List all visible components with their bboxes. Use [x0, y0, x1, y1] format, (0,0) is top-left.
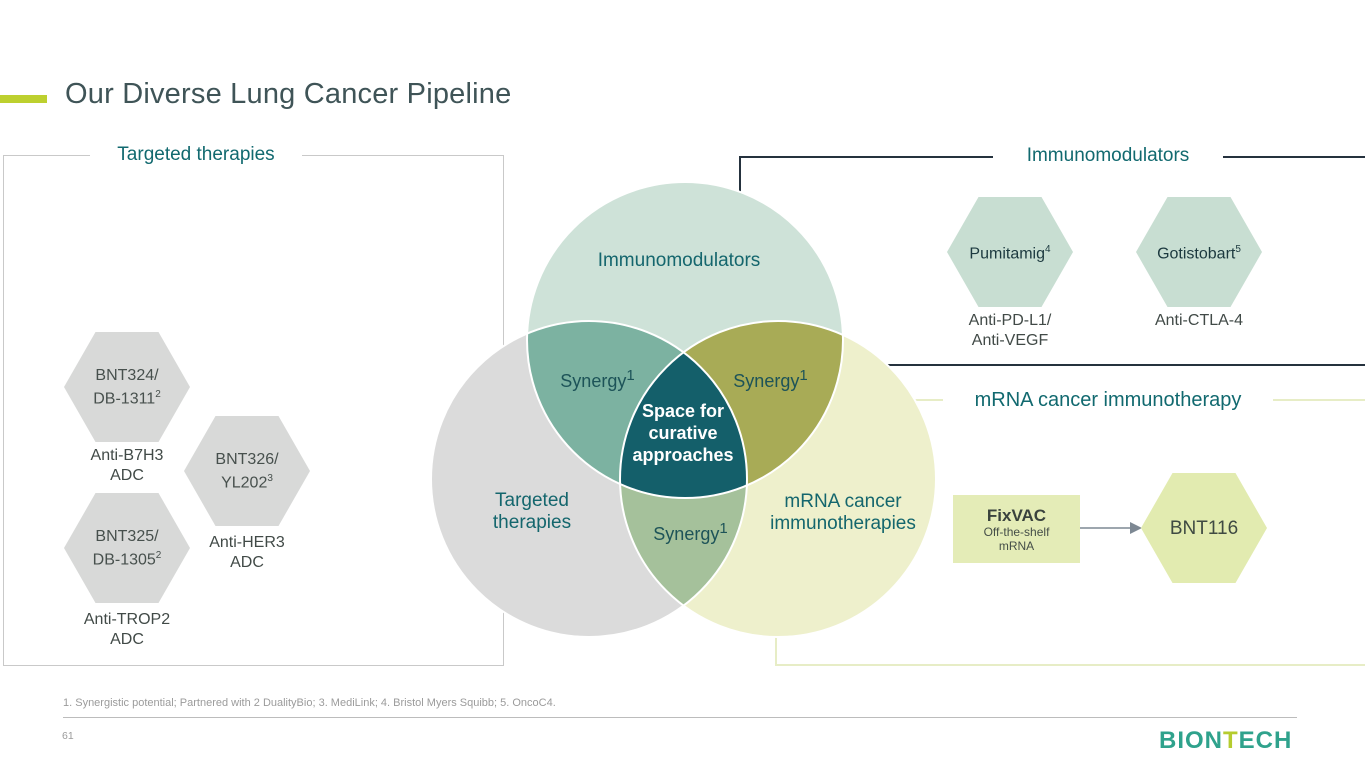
page-title: Our Diverse Lung Cancer Pipeline	[65, 78, 512, 110]
page-number: 61	[62, 730, 74, 742]
label-anti-pdl1-vegf: Anti-PD-L1/ Anti-VEGF	[968, 312, 1052, 349]
venn-center-label: Space for curative approaches	[613, 400, 753, 466]
hex-bnt324-line1: BNT324/	[95, 366, 159, 384]
targeted-therapies-heading: Targeted therapies	[90, 142, 302, 168]
hex-bnt325-line1: BNT325/	[95, 527, 159, 545]
venn-center-line3: approaches	[632, 445, 734, 465]
hex-bnt326-line2: YL2023	[221, 472, 273, 492]
venn-right-circle-outline	[619, 320, 937, 638]
venn-right-circle-label: mRNA cancer immunotherapies	[733, 491, 953, 535]
label-anti-her3-adc: Anti-HER3 ADC	[209, 534, 285, 571]
venn-right-label-line2: immunotherapies	[770, 513, 916, 534]
synergy-label-bottom: Synergy1	[653, 520, 728, 544]
venn-left-label-line2: therapies	[492, 512, 572, 533]
venn-top-circle-outline	[526, 181, 844, 499]
fixvac-box: FixVAC Off-the-shelf mRNA	[953, 495, 1080, 563]
venn-left-circle-label: Targeted therapies	[452, 490, 612, 534]
label-anti-trop2-adc: Anti-TROP2 ADC	[83, 611, 171, 648]
venn-center-region	[620, 321, 747, 498]
hex-bnt325-line2: DB-13052	[92, 549, 162, 569]
immunomodulators-heading: Immunomodulators	[993, 143, 1223, 169]
fixvac-subtitle-line1: Off-the-shelf	[983, 524, 1050, 539]
hex-bnt116-label: BNT116	[1169, 517, 1239, 539]
hexagon-bnt324: BNT324/ DB-13112	[64, 332, 190, 442]
label-anti-ctla4: Anti-CTLA-4	[1154, 312, 1244, 329]
hex-bnt324-line2: DB-13112	[93, 388, 161, 408]
fixvac-subtitle-line2: mRNA	[998, 538, 1035, 553]
venn-left-label-line1: Targeted	[495, 490, 569, 511]
footnote: 1. Synergistic potential; Partnered with…	[63, 697, 556, 709]
venn-center-line1: Space for	[641, 401, 725, 421]
synergy-label-right: Synergy1	[733, 367, 808, 391]
accent-dash	[0, 95, 47, 103]
venn-left-circle-outline	[430, 320, 748, 638]
hex-pumitamig-label: Pumitamig4	[969, 244, 1051, 263]
synergy-label-left: Synergy1	[560, 367, 635, 391]
hex-bnt326-line1: BNT326/	[215, 450, 279, 468]
biontech-logo: BIONTECH	[1159, 727, 1293, 754]
hexagon-bnt326: BNT326/ YL2023	[184, 416, 310, 526]
hex-gotistobart-label: Gotistobart5	[1157, 244, 1241, 263]
venn-right-label-line1: mRNA cancer	[784, 491, 902, 512]
fixvac-title: FixVAC	[986, 505, 1047, 525]
mrna-immunotherapy-heading: mRNA cancer immunotherapy	[943, 387, 1273, 414]
venn-center-line2: curative	[648, 423, 718, 443]
fixvac-to-bnt116-arrow	[1080, 522, 1142, 534]
footer-divider	[63, 717, 1297, 718]
logo-t-accent: T	[1223, 727, 1239, 754]
label-anti-b7h3-adc: Anti-B7H3 ADC	[90, 447, 164, 484]
venn-top-circle-label: Immunomodulators	[597, 250, 761, 271]
